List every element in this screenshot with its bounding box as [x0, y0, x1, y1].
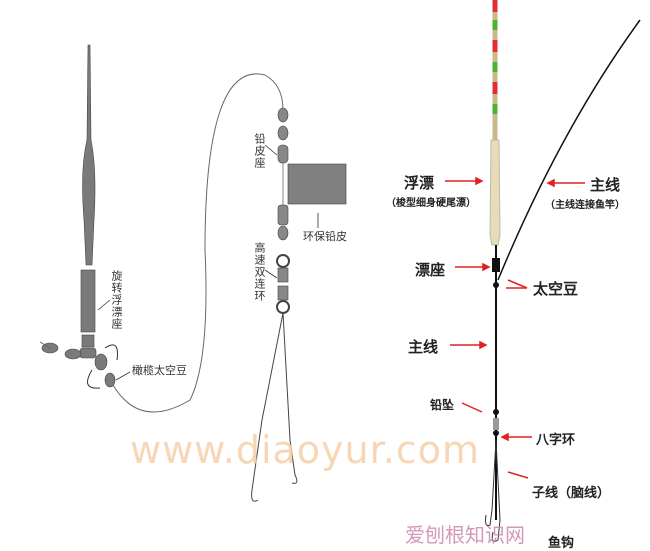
left-rig [276, 107, 347, 314]
label-swivel: 高速双连环 [253, 242, 266, 302]
pointer-lines [97, 144, 319, 381]
label-main-line-note: （主线连接鱼竿） [545, 200, 625, 211]
rod-line [497, 19, 641, 281]
label-main-line-top: 主线 [590, 176, 621, 194]
rotation-arrows [87, 344, 118, 389]
label-float: 浮漂 [404, 174, 435, 192]
label-swivel-right: 八字环 [536, 433, 576, 448]
watermark-brand: 爱刨根知识网 [405, 523, 525, 547]
label-swivel-float-seat: 旋转浮漂座 [110, 270, 123, 330]
right-float [489, 0, 501, 246]
left-main-line [39, 73, 284, 413]
left-hooks [251, 312, 298, 502]
right-hooks [485, 439, 501, 542]
watermark-site: www.diaoyur.com [130, 428, 480, 472]
label-float-note: （梭型细身硬尾漂） [386, 198, 476, 209]
label-float-seat: 漂座 [415, 261, 446, 279]
label-space-bean: 太空豆 [533, 280, 579, 298]
float-seat [492, 258, 500, 272]
label-olive-bean: 橄榄太空豆 [132, 364, 187, 377]
left-float [41, 44, 116, 388]
red-arrows [445, 176, 585, 479]
label-main-line: 主线 [408, 338, 439, 356]
label-eco-sinker: 环保铅皮 [303, 230, 347, 243]
label-leader: 子线（脑线） [532, 486, 611, 501]
label-sinker-seat: 铅皮座 [253, 133, 266, 169]
label-hook: 鱼钩 [548, 536, 575, 551]
label-sinker: 铅坠 [430, 398, 455, 412]
